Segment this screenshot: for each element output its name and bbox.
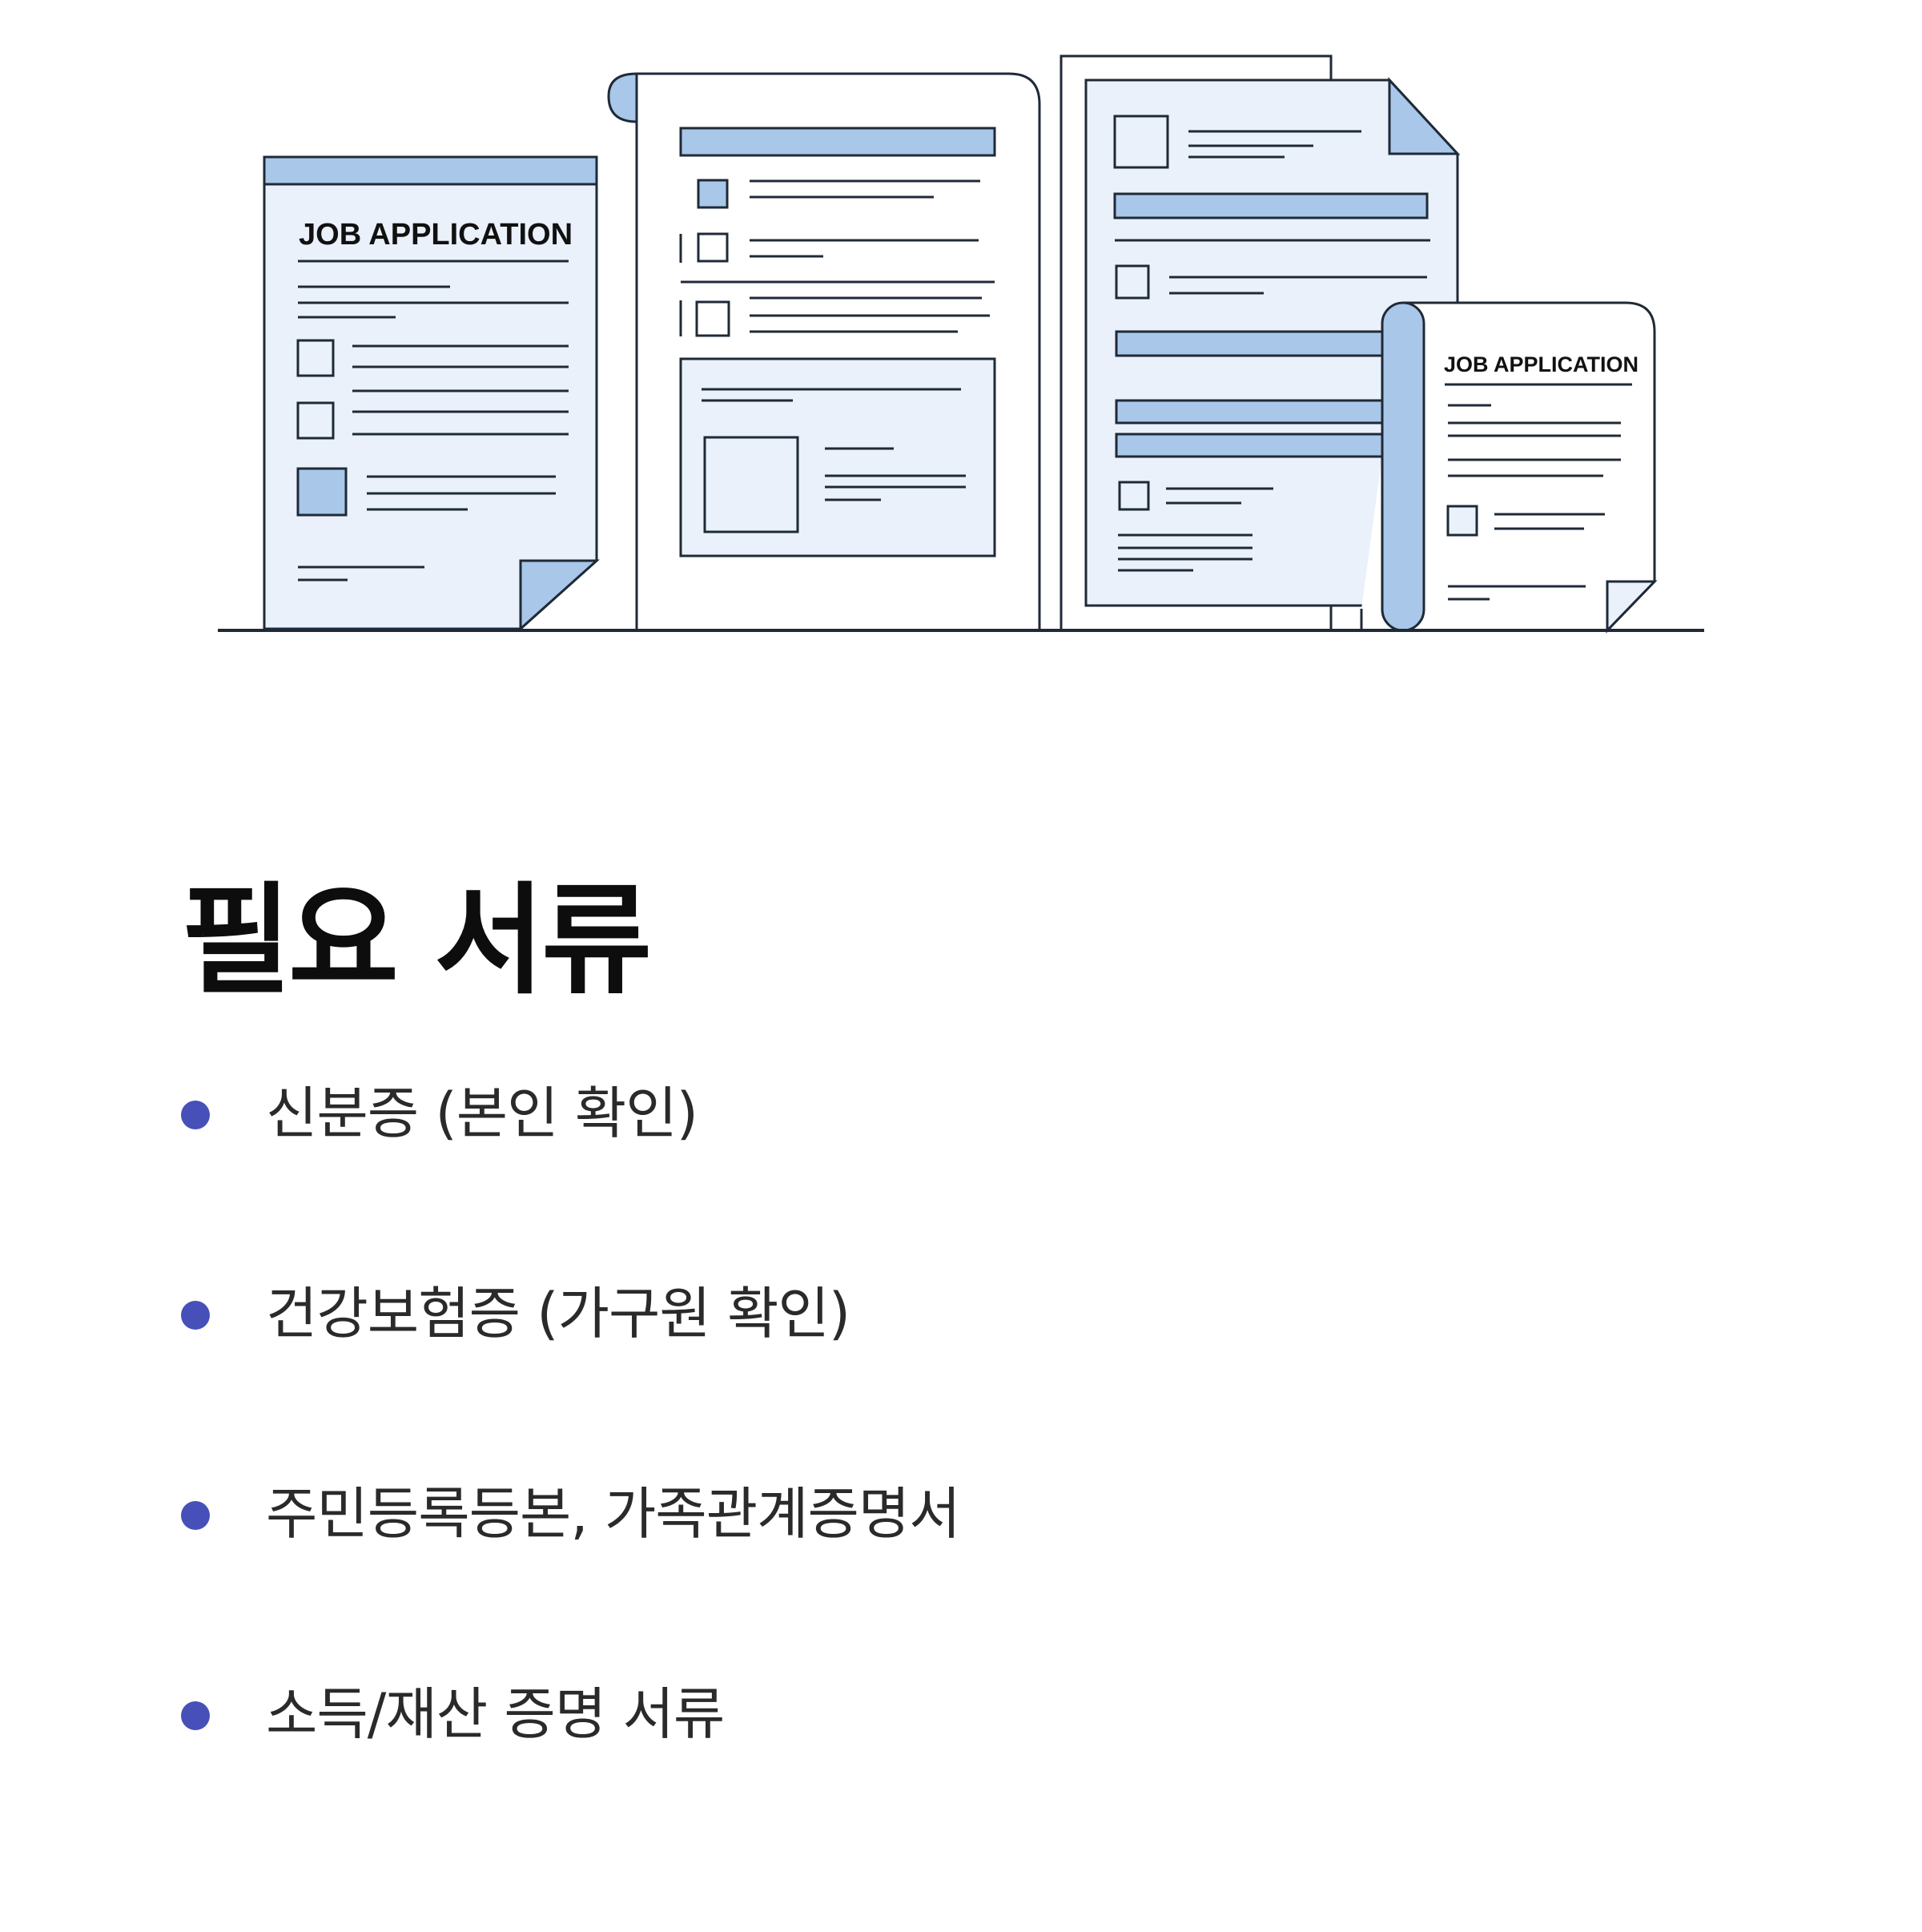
bullet-dot-icon (181, 1701, 210, 1730)
list-item: 건강보험증 (가구원 확인) (181, 1266, 960, 1466)
bullet-dot-icon (181, 1301, 210, 1330)
documents-illustration: JOB APPLICATION (218, 54, 1704, 634)
list-item: 신분증 (본인 확인) (181, 1065, 960, 1266)
list-item-label: 신분증 (본인 확인) (266, 1081, 698, 1146)
list-item-label: 소득/재산 증명 서류 (266, 1681, 725, 1747)
form-right-title: JOB APPLICATION (1444, 352, 1639, 376)
form-left-title: JOB APPLICATION (299, 218, 573, 252)
job-application-form-right: JOB APPLICATION (1360, 301, 1658, 634)
list-item: 소득/재산 증명 서류 (181, 1666, 960, 1866)
bullet-dot-icon (181, 1101, 210, 1129)
page-title: 필요 서류 (181, 871, 652, 1011)
scroll-document (607, 72, 1041, 632)
stacked-document (1060, 54, 1461, 632)
required-documents-list: 신분증 (본인 확인) 건강보험증 (가구원 확인) 주민등록등본, 가족관계증… (181, 1065, 961, 1866)
list-item: 주민등록등본, 가족관계증명서 (181, 1466, 961, 1666)
job-application-form-left: JOB APPLICATION (263, 155, 600, 632)
list-item-label: 주민등록등본, 가족관계증명서 (266, 1481, 961, 1547)
list-item-label: 건강보험증 (가구원 확인) (266, 1281, 850, 1346)
bullet-dot-icon (181, 1501, 210, 1530)
